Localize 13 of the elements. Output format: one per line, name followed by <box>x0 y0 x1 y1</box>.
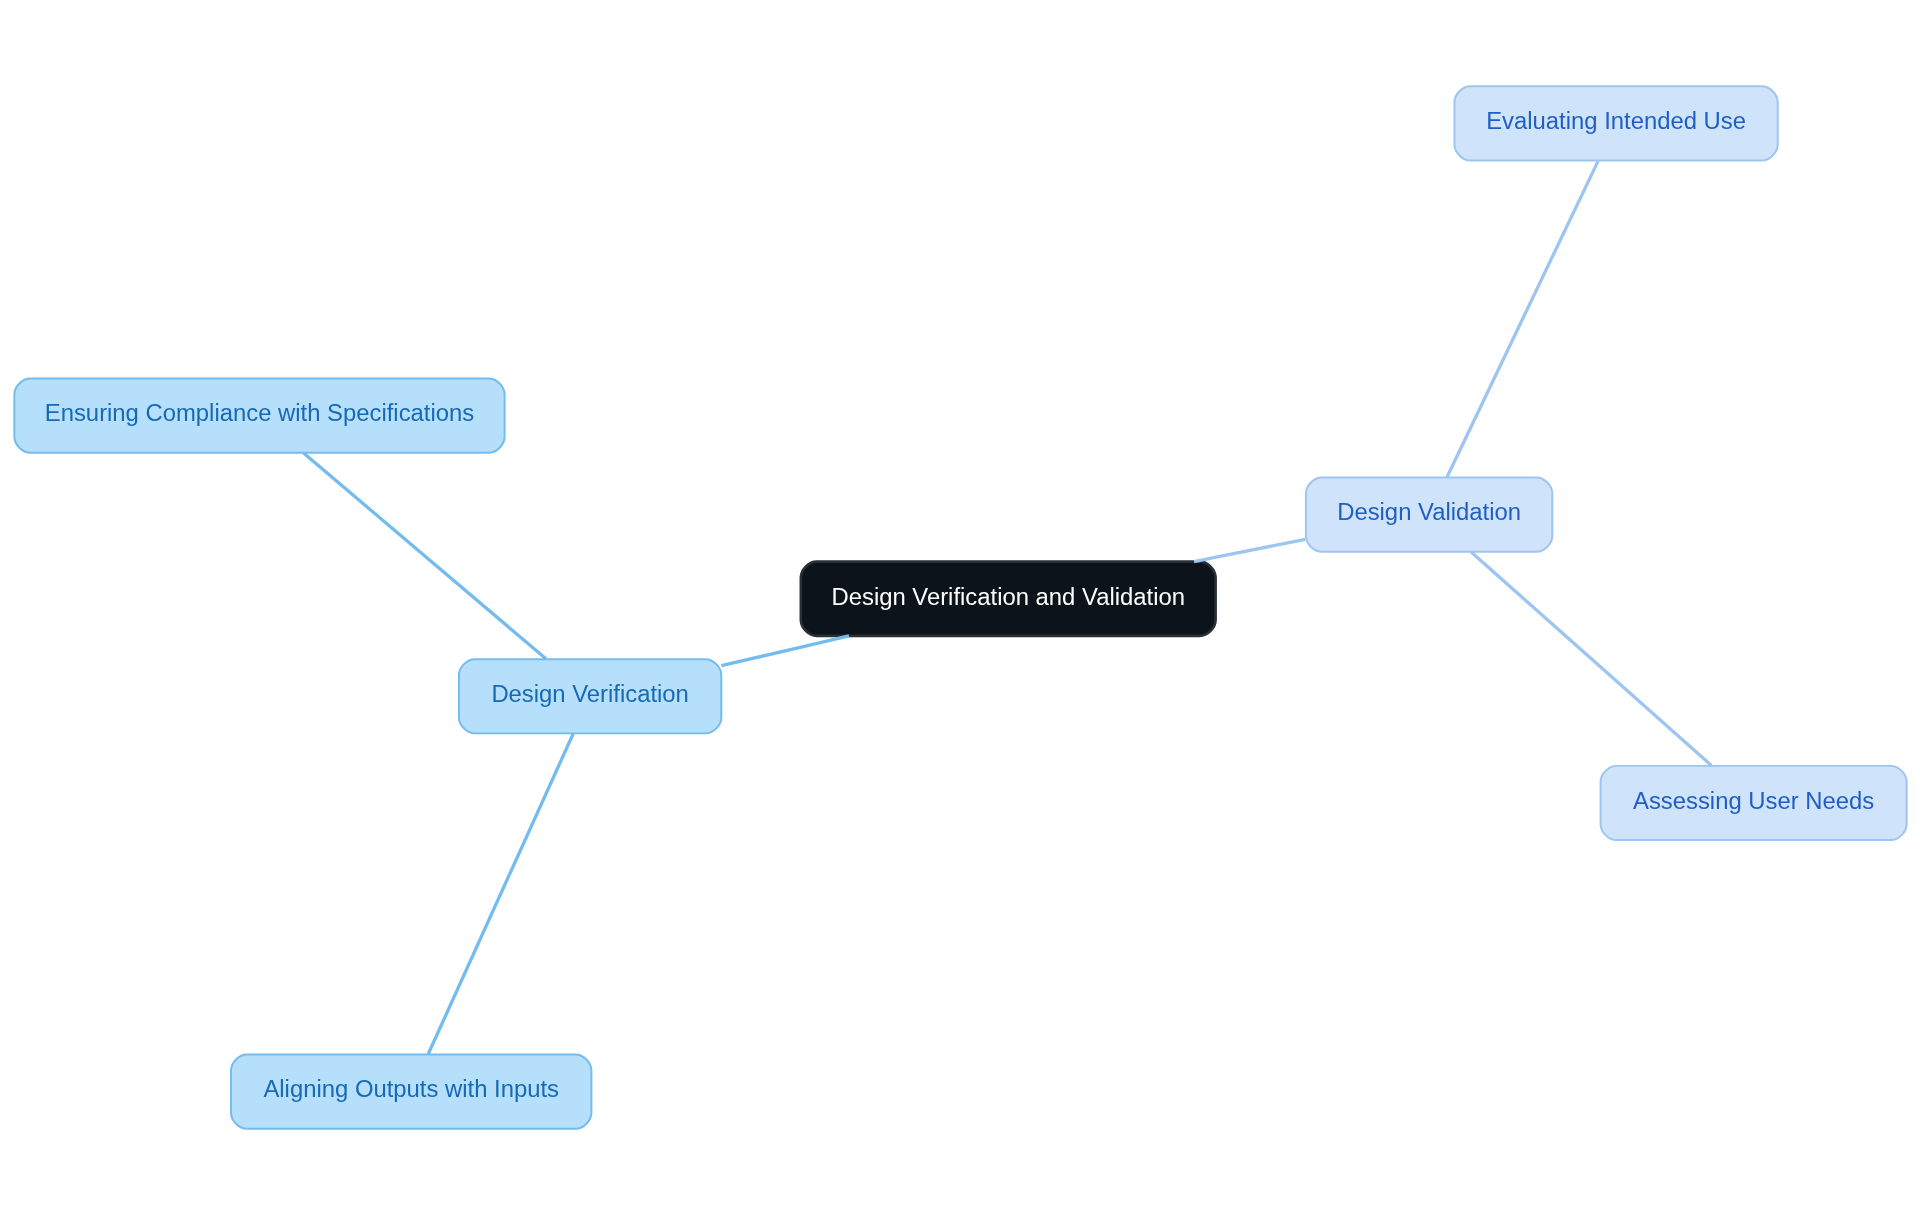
connector <box>1444 160 1600 479</box>
node-box: Design Validation <box>1304 476 1553 553</box>
connector <box>1469 550 1713 767</box>
node-box: Design Verification and Validation <box>799 560 1217 638</box>
connector <box>1193 537 1306 564</box>
connector <box>720 634 849 668</box>
node-box: Aligning Outputs with Inputs <box>229 1053 592 1130</box>
node-box: Design Verification <box>457 658 722 735</box>
node-box: Evaluating Intended Use <box>1452 85 1779 162</box>
connector <box>426 732 575 1055</box>
connector <box>302 451 547 661</box>
node-box: Ensuring Compliance with Specifications <box>12 377 506 454</box>
node-box: Assessing User Needs <box>1599 764 1908 842</box>
